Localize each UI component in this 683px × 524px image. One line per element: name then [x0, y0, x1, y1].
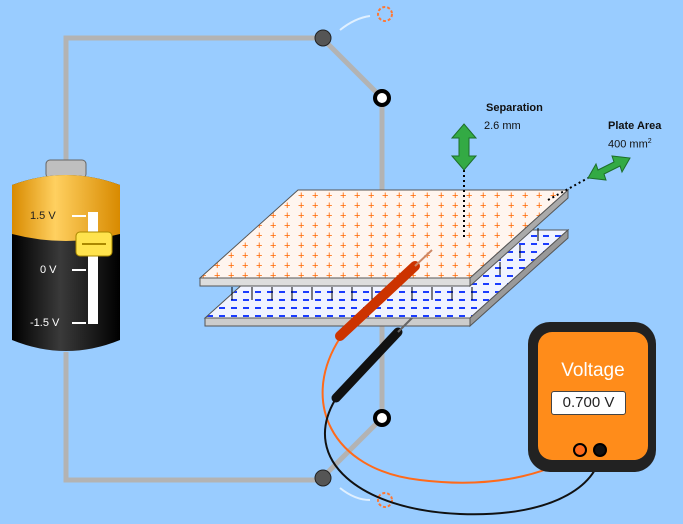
separation-value: 2.6 mm: [484, 120, 521, 132]
separation-control[interactable]: [450, 123, 478, 240]
plate-area-arrow-icon[interactable]: [587, 155, 631, 181]
separation-label: Separation: [486, 102, 543, 114]
battery-tick-top: 1.5 V: [30, 210, 56, 222]
battery-tick-mid: 0 V: [40, 264, 57, 276]
bottom-switch-pivot[interactable]: [314, 469, 332, 487]
top-switch-arrow-icon: [339, 15, 371, 31]
bottom-switch[interactable]: [314, 409, 393, 508]
plate-area-control[interactable]: [547, 155, 631, 201]
bottom-switch-arrow-icon: [339, 487, 371, 501]
plate-area-label: Plate Area: [608, 120, 662, 132]
voltmeter-title: Voltage: [561, 360, 625, 381]
top-switch-contact: [373, 89, 391, 107]
separation-arrow-icon[interactable]: [450, 123, 478, 171]
voltmeter-red-jack: [573, 443, 587, 457]
battery-tick-bottom: -1.5 V: [30, 317, 60, 329]
black-probe[interactable]: [331, 317, 413, 403]
top-plate: [198, 188, 570, 288]
black-probe-wire: [323, 399, 601, 516]
top-switch-alt-position[interactable]: [377, 6, 393, 22]
battery-top-cap: [12, 175, 120, 241]
bottom-switch-contact: [373, 409, 391, 427]
battery-slider-track: [88, 212, 98, 324]
red-probe[interactable]: [335, 249, 433, 341]
plate-area-number: 400 mm: [608, 138, 648, 151]
top-switch[interactable]: [314, 6, 393, 107]
voltmeter-black-jack: [593, 443, 607, 457]
plate-area-value: 400 mm2: [608, 138, 652, 151]
bottom-switch-alt-position[interactable]: [377, 492, 393, 508]
battery: [12, 159, 120, 351]
voltmeter-reading: 0.700 V: [551, 391, 626, 415]
electric-field-lines: [231, 228, 539, 300]
plate-area-unit-superscript: 2: [647, 138, 652, 145]
top-switch-pivot[interactable]: [314, 29, 332, 47]
